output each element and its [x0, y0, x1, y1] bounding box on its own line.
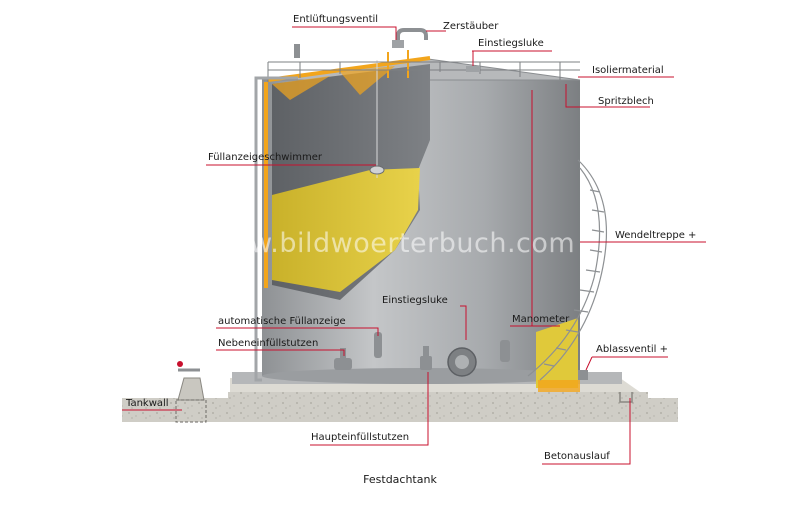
vent-pipe — [396, 28, 428, 46]
label-tankwall: Tankwall — [126, 398, 169, 409]
label-haupteinfuellstutzen: Haupteinfüllstutzen — [311, 432, 410, 443]
label-ablassventil: Ablassventil + — [596, 344, 668, 355]
watermark: www.bildwoerterbuch.com — [205, 228, 576, 259]
diagram-caption: Festdachtank — [363, 473, 437, 486]
label-isoliermaterial: Isoliermaterial — [592, 65, 664, 76]
concrete-foundation — [122, 378, 678, 422]
label-betonauslauf: Betonauslauf — [544, 451, 610, 462]
label-manometer: Manometer — [512, 314, 570, 325]
spiral-staircase — [527, 159, 608, 381]
manometer-device — [500, 340, 510, 362]
roof-railing — [267, 61, 580, 82]
label-entlueftungsventil: Entlüftungsventil — [293, 14, 379, 25]
roof-hatch — [466, 66, 480, 72]
label-nebeneinfuellstutzen: Nebeneinfüllstutzen — [218, 338, 319, 349]
label-automatische-fuellanzeige: automatische Füllanzeige — [218, 316, 346, 327]
label-spritzblech: Spritzblech — [598, 96, 654, 107]
label-einstiegsluke-top: Einstiegsluke — [478, 38, 544, 49]
level-pipe — [254, 76, 298, 382]
tank-cutaway — [264, 50, 431, 300]
bund-wall — [175, 361, 207, 423]
label-einstiegsluke-bottom: Einstiegsluke — [382, 295, 448, 306]
label-wendeltreppe: Wendeltreppe + — [615, 230, 697, 241]
drain-valve-device — [578, 370, 588, 380]
manhole — [447, 347, 477, 377]
level-gauge-device — [374, 332, 382, 358]
inlet-valves — [334, 346, 432, 370]
drain-liquid — [536, 318, 578, 388]
label-fuellanzeigeschwimmer: Füllanzeigeschwimmer — [208, 152, 322, 163]
label-zerstaeuber: Zerstäuber — [443, 21, 499, 32]
leader-lines — [122, 26, 706, 465]
